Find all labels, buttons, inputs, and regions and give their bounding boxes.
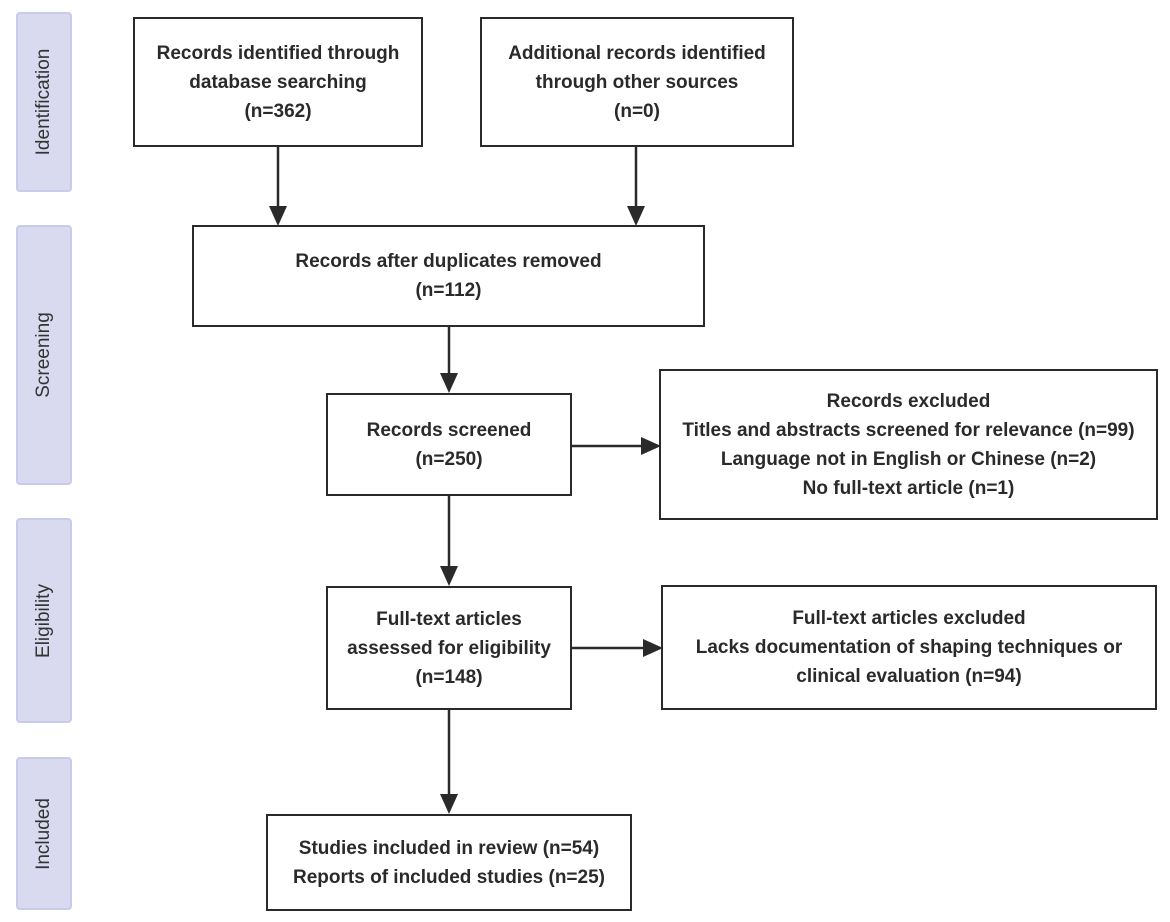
arrowhead-database-to-duplicates	[269, 206, 287, 226]
records-screened-line-1: Records screened	[366, 419, 532, 441]
full-text-excluded-title: Full-text articles excluded	[792, 608, 1026, 629]
included-reports-line: Reports of included studies (n=25)	[293, 866, 605, 888]
included-box: Studies included in review (n=54) Report…	[266, 814, 632, 911]
records-screened-box: Records screened (n=250)	[326, 393, 572, 496]
after-duplicates-line-1: Records after duplicates removed	[295, 251, 602, 272]
stage-screening: Screening	[16, 225, 72, 485]
records-excluded-title: Records excluded	[826, 390, 991, 412]
records-excluded-reason-3: No full-text article (n=1)	[802, 477, 1015, 499]
after-duplicates-box: Records after duplicates removed (n=112)	[192, 225, 705, 327]
arrowhead-fulltext-to-included	[440, 794, 458, 814]
database-records-line-2: database searching	[189, 71, 367, 93]
full-text-assessed-box: Full-text articles assessed for eligibil…	[326, 586, 572, 710]
database-records-count: (n=362)	[244, 100, 312, 122]
records-excluded-reason-2: Language not in English or Chinese (n=2)	[720, 448, 1097, 470]
records-screened-count: (n=250)	[415, 448, 483, 470]
full-text-assessed-line-1: Full-text articles	[376, 608, 522, 630]
arrowhead-other-to-duplicates	[627, 206, 645, 226]
full-text-excluded-box: Full-text articles excluded Lacks docume…	[661, 585, 1157, 710]
after-duplicates-count: (n=112)	[415, 280, 482, 301]
database-records-line-1: Records identified through	[156, 42, 400, 64]
included-studies-line: Studies included in review (n=54)	[298, 837, 600, 859]
records-excluded-box: Records excluded Titles and abstracts sc…	[659, 369, 1158, 520]
records-excluded-reason-1: Titles and abstracts screened for releva…	[682, 419, 1135, 441]
other-records-line-1: Additional records identified	[508, 42, 766, 64]
arrowhead-duplicates-to-screened	[440, 373, 458, 393]
other-records-count: (n=0)	[614, 100, 660, 122]
stage-identification: Identification	[16, 12, 72, 192]
full-text-assessed-count: (n=148)	[415, 666, 483, 688]
full-text-assessed-line-2: assessed for eligibility	[347, 637, 551, 659]
arrowhead-screened-to-fulltext	[440, 566, 458, 586]
other-records-box: Additional records identified through ot…	[480, 17, 794, 147]
database-records-box: Records identified through database sear…	[133, 17, 423, 147]
full-text-excluded-reason-1: Lacks documentation of shaping technique…	[695, 637, 1123, 658]
arrowhead-screened-to-excluded	[641, 437, 661, 455]
arrowhead-fulltext-to-excluded	[643, 639, 663, 657]
stage-eligibility: Eligibility	[16, 518, 72, 723]
stage-included: Included	[16, 757, 72, 910]
other-records-line-2: through other sources	[535, 71, 739, 93]
full-text-excluded-reason-2: clinical evaluation (n=94)	[796, 666, 1022, 687]
